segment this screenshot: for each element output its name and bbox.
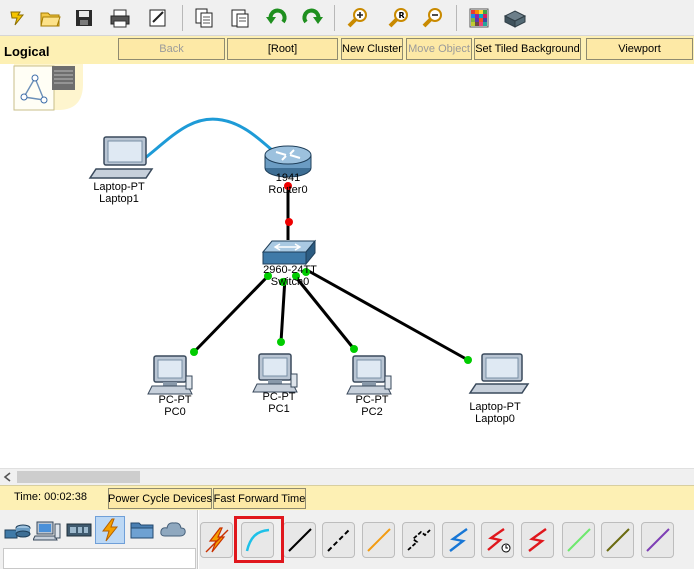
coaxial-icon[interactable]	[442, 522, 475, 558]
pc2-label: PC-PT PC2	[342, 394, 402, 418]
svg-text:R: R	[399, 11, 405, 20]
zoom-reset-icon[interactable]: R	[384, 4, 412, 32]
router0-label: 1941 Router0	[255, 172, 321, 196]
serial-dte-icon[interactable]	[521, 522, 554, 558]
paste-icon[interactable]	[226, 4, 254, 32]
device-model: 2960-24TT	[263, 264, 317, 276]
switch-pc0-link	[192, 272, 272, 354]
print-icon[interactable]	[106, 4, 134, 32]
simulation-time: Time: 00:02:38	[14, 491, 87, 503]
automatic-connection-icon[interactable]	[200, 522, 233, 558]
pc2-device-icon[interactable]	[346, 355, 392, 395]
router0-device-icon[interactable]	[264, 145, 312, 178]
multiuser-icon[interactable]	[158, 516, 188, 544]
zoom-out-icon[interactable]	[418, 4, 446, 32]
link-status-dot	[292, 272, 300, 280]
device-name: Laptop1	[99, 193, 139, 205]
laptop1-device-icon[interactable]	[88, 136, 154, 179]
device-model: PC-PT	[355, 394, 389, 406]
device-model: Laptop-PT	[93, 181, 145, 193]
back-button[interactable]: Back	[118, 38, 225, 60]
iot-custom-cable-icon[interactable]	[601, 522, 634, 558]
device-name: PC1	[268, 403, 290, 415]
undo-icon[interactable]	[263, 4, 291, 32]
switch-pc2-link	[293, 275, 356, 350]
octal-icon[interactable]	[562, 522, 595, 558]
laptop1-label: Laptop-PT Laptop1	[84, 181, 154, 205]
console-cable-link	[139, 117, 273, 164]
move-object-button[interactable]: Move Object	[406, 38, 472, 60]
link-status-dot	[277, 338, 285, 346]
device-model: Laptop-PT	[469, 401, 521, 413]
device-name: Laptop0	[475, 413, 515, 425]
laptop0-device-icon[interactable]	[468, 353, 530, 394]
palette-icon[interactable]	[465, 4, 493, 32]
switch-laptop0-link	[304, 267, 469, 362]
fast-forward-time-button[interactable]: Fast Forward Time	[213, 488, 306, 509]
device-model: 1941	[275, 172, 301, 184]
copy-icon[interactable]	[190, 4, 218, 32]
pc0-label: PC-PT PC0	[145, 394, 205, 418]
network-devices-icon[interactable]	[2, 516, 32, 544]
device-subtype-panel[interactable]	[3, 548, 196, 569]
device-name: PC2	[361, 406, 383, 418]
root-button[interactable]: [Root]	[227, 38, 338, 60]
main-toolbar: R	[0, 0, 694, 36]
viewport-button[interactable]: Viewport	[586, 38, 693, 60]
link-status-dot	[284, 182, 292, 190]
usb-icon[interactable]	[641, 522, 674, 558]
link-status-dot	[285, 218, 293, 226]
scrollbar-thumb[interactable]	[17, 471, 140, 483]
device-name: Router0	[268, 184, 308, 196]
scroll-left-arrow-icon[interactable]	[3, 472, 13, 482]
switch0-label: 2960-24TT Switch0	[250, 264, 330, 288]
fiber-icon[interactable]	[362, 522, 395, 558]
link-status-dot	[190, 348, 198, 356]
zoom-in-icon[interactable]	[343, 4, 371, 32]
pc1-label: PC-PT PC1	[249, 391, 309, 415]
switch0-device-icon[interactable]	[261, 239, 317, 266]
pc1-device-icon[interactable]	[252, 353, 298, 393]
end-devices-icon[interactable]	[32, 516, 62, 544]
redo-icon[interactable]	[298, 4, 326, 32]
new-icon[interactable]	[4, 4, 32, 32]
save-icon[interactable]	[70, 4, 98, 32]
device-name: Switch0	[270, 276, 310, 288]
activity-wizard-icon[interactable]	[144, 4, 172, 32]
miscellaneous-icon[interactable]	[127, 516, 157, 544]
link-status-dot	[264, 272, 272, 280]
logical-tab[interactable]: Logical	[0, 36, 62, 64]
link-status-dot	[302, 268, 310, 276]
simulation-status-bar	[0, 485, 694, 510]
horizontal-scrollbar[interactable]	[0, 468, 694, 485]
link-status-dot	[279, 278, 287, 286]
device-model: PC-PT	[158, 394, 192, 406]
switch-pc1-link	[279, 277, 287, 343]
pc0-device-icon[interactable]	[147, 355, 193, 395]
connections-icon[interactable]	[95, 516, 125, 544]
custom-device-icon[interactable]	[501, 4, 529, 32]
open-icon[interactable]	[36, 4, 64, 32]
copper-straight-through-icon[interactable]	[283, 522, 316, 558]
console-cable-icon[interactable]	[241, 522, 274, 558]
logical-workspace-canvas[interactable]: Laptop-PT Laptop1 1941 Router0 2960-24TT…	[0, 64, 694, 468]
logical-view-icon[interactable]	[13, 64, 83, 111]
link-status-dot	[350, 345, 358, 353]
serial-dce-icon[interactable]	[481, 522, 514, 558]
device-model: PC-PT	[262, 391, 296, 403]
device-name: PC0	[164, 406, 186, 418]
set-tiled-background-button[interactable]: Set Tiled Background	[474, 38, 581, 60]
new-cluster-button[interactable]: New Cluster	[341, 38, 403, 60]
copper-cross-over-icon[interactable]	[322, 522, 355, 558]
laptop0-label: Laptop-PT Laptop0	[460, 401, 530, 425]
components-icon[interactable]	[64, 516, 94, 544]
power-cycle-devices-button[interactable]: Power Cycle Devices	[108, 488, 212, 509]
phone-icon[interactable]	[402, 522, 435, 558]
link-status-dot	[464, 356, 472, 364]
